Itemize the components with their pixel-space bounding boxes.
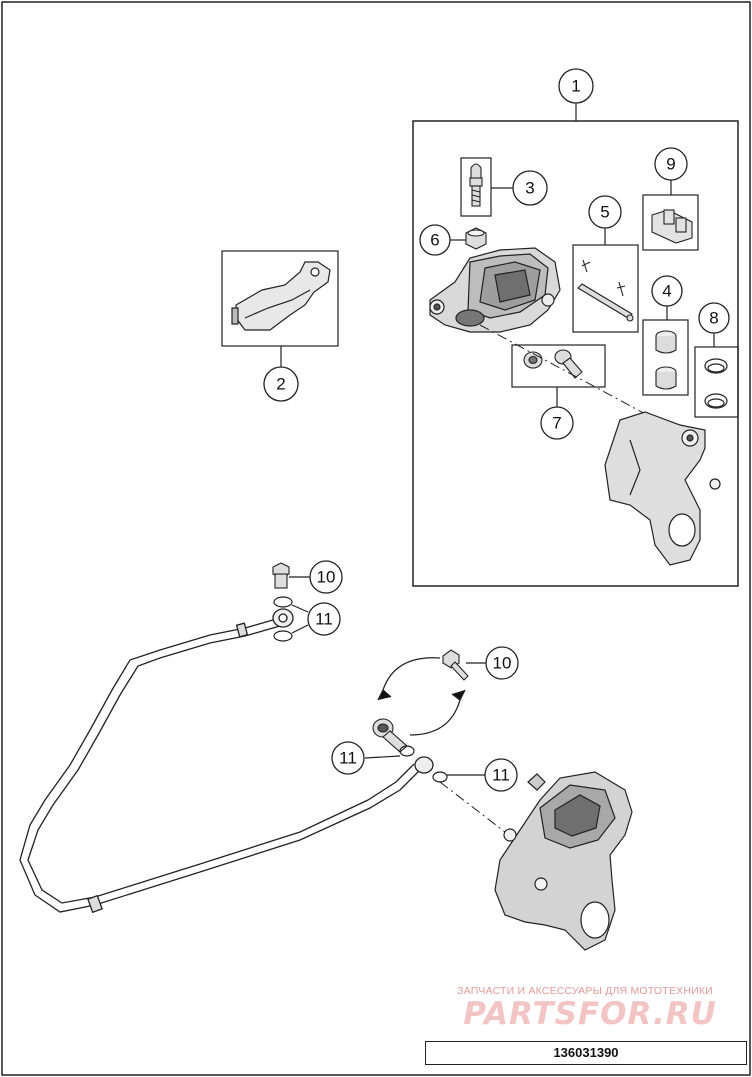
callout-5-label: 5 [600, 203, 609, 222]
bleed-screw-drawing [469, 163, 483, 207]
bleed-screw-box [460, 157, 492, 217]
callout-7-label: 7 [552, 414, 561, 433]
callout-11-upper: 11 [307, 602, 341, 636]
callout-3-label: 3 [525, 179, 534, 198]
callout-4: 4 [651, 275, 683, 307]
callout-3: 3 [512, 170, 548, 206]
piston-drawing [655, 330, 677, 390]
callout-7: 7 [540, 406, 574, 440]
seal-box [694, 346, 739, 418]
callout-9: 9 [654, 147, 688, 181]
callout-10-lower: 10 [485, 646, 519, 680]
callout-10-upper: 10 [309, 560, 343, 594]
seal-drawing [704, 358, 728, 409]
callout-8-label: 8 [709, 309, 718, 328]
callout-11-lower-left: 11 [331, 741, 365, 775]
callout-10-upper-label: 10 [317, 568, 336, 587]
callout-2-label: 2 [276, 375, 285, 394]
banjo-bolt-lower-drawing [442, 649, 469, 681]
banjo-bolt-upper-drawing [272, 562, 290, 589]
callout-8: 8 [698, 302, 730, 334]
callout-1: 1 [558, 68, 594, 104]
brake-pads-box [221, 250, 339, 347]
caliper-pin-drawing [577, 259, 634, 322]
callout-5: 5 [588, 195, 622, 229]
pad-spring-drawing [651, 209, 693, 244]
banjo-fitting-drawing [372, 718, 408, 753]
brake-hose-drawing [19, 608, 434, 914]
callout-11-upper-label: 11 [315, 610, 333, 629]
bracket-kit-drawing [604, 411, 721, 566]
callout-11-lower-right-label: 11 [492, 766, 510, 785]
slide-pin-drawing [523, 349, 583, 379]
callout-11-lower-right: 11 [484, 758, 518, 792]
diagram-code: 136031390 [425, 1041, 747, 1065]
watermark-logo: PARTSFOR.RU [463, 996, 717, 1032]
callout-9-label: 9 [666, 155, 675, 174]
washer-upper-drawing [273, 596, 293, 642]
watermark-subtitle: ЗАПЧАСТИ И АКСЕССУАРЫ ДЛЯ МОТОТЕХНИКИ [457, 985, 713, 997]
brake-pad-drawing [231, 261, 331, 331]
slide-pin-box [511, 344, 606, 388]
callout-10-lower-label: 10 [493, 654, 512, 673]
caliper-assembled-drawing [494, 771, 633, 951]
callout-2: 2 [263, 366, 299, 402]
cap-drawing [465, 227, 487, 250]
caliper-kit-drawing [429, 247, 561, 333]
callout-11-lower-left-label: 11 [339, 749, 357, 768]
rotation-arrow-drawing [377, 657, 466, 736]
callout-6-label: 6 [430, 231, 439, 250]
callout-4-label: 4 [662, 282, 671, 301]
callout-6: 6 [419, 224, 451, 256]
piston-box [642, 319, 689, 396]
callout-1-label: 1 [571, 77, 580, 96]
